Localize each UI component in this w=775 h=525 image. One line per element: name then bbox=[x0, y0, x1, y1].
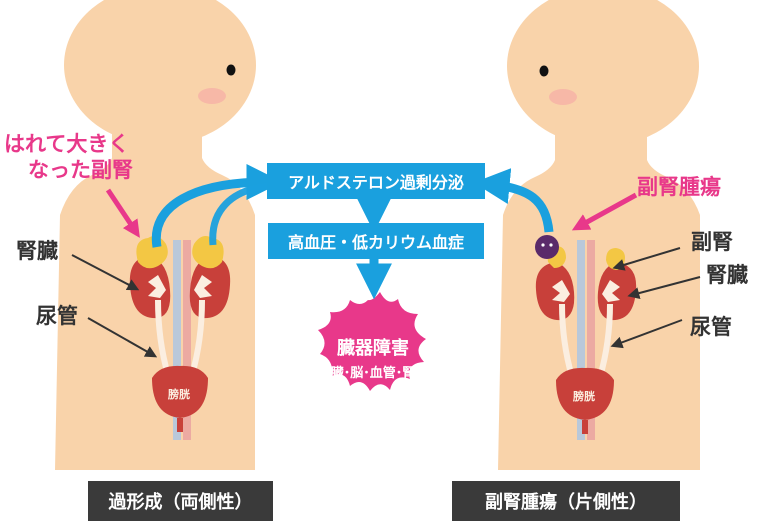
label-enlarged-adrenal-line1: はれて大きく bbox=[4, 134, 129, 155]
label-right-adrenal: 副腎 bbox=[691, 232, 733, 253]
label-right-kidney: 腎臓 bbox=[706, 265, 748, 286]
tumor bbox=[535, 235, 559, 259]
left-bladder-text: 膀胱 bbox=[168, 389, 190, 400]
label-tumor: 副腎腫瘍 bbox=[637, 177, 721, 198]
right-bladder-text: 膀胱 bbox=[573, 391, 595, 402]
label-right-ureter: 尿管 bbox=[690, 317, 732, 338]
right-head bbox=[507, 0, 699, 146]
label-enlarged-adrenal-line2: なった副腎 bbox=[28, 160, 133, 181]
left-eye bbox=[227, 65, 236, 76]
caption-adenoma: 副腎腫瘍（片側性） bbox=[452, 481, 680, 521]
label-left-ureter: 尿管 bbox=[36, 306, 78, 327]
left-cheek bbox=[198, 88, 226, 104]
box-hypertension: 高血圧・低カリウム血症 bbox=[268, 223, 484, 259]
box-aldosterone: アルドステロン過剰分泌 bbox=[267, 163, 485, 199]
burst-title: 臓器障害 bbox=[318, 334, 428, 360]
caption-hyperplasia: 過形成（両側性） bbox=[88, 481, 273, 521]
burst-subtitle: （心臓･脳･血管･腎臓） bbox=[290, 362, 456, 381]
right-cheek bbox=[549, 89, 577, 105]
right-eye bbox=[540, 66, 549, 77]
label-left-kidney: 腎臓 bbox=[16, 241, 58, 262]
